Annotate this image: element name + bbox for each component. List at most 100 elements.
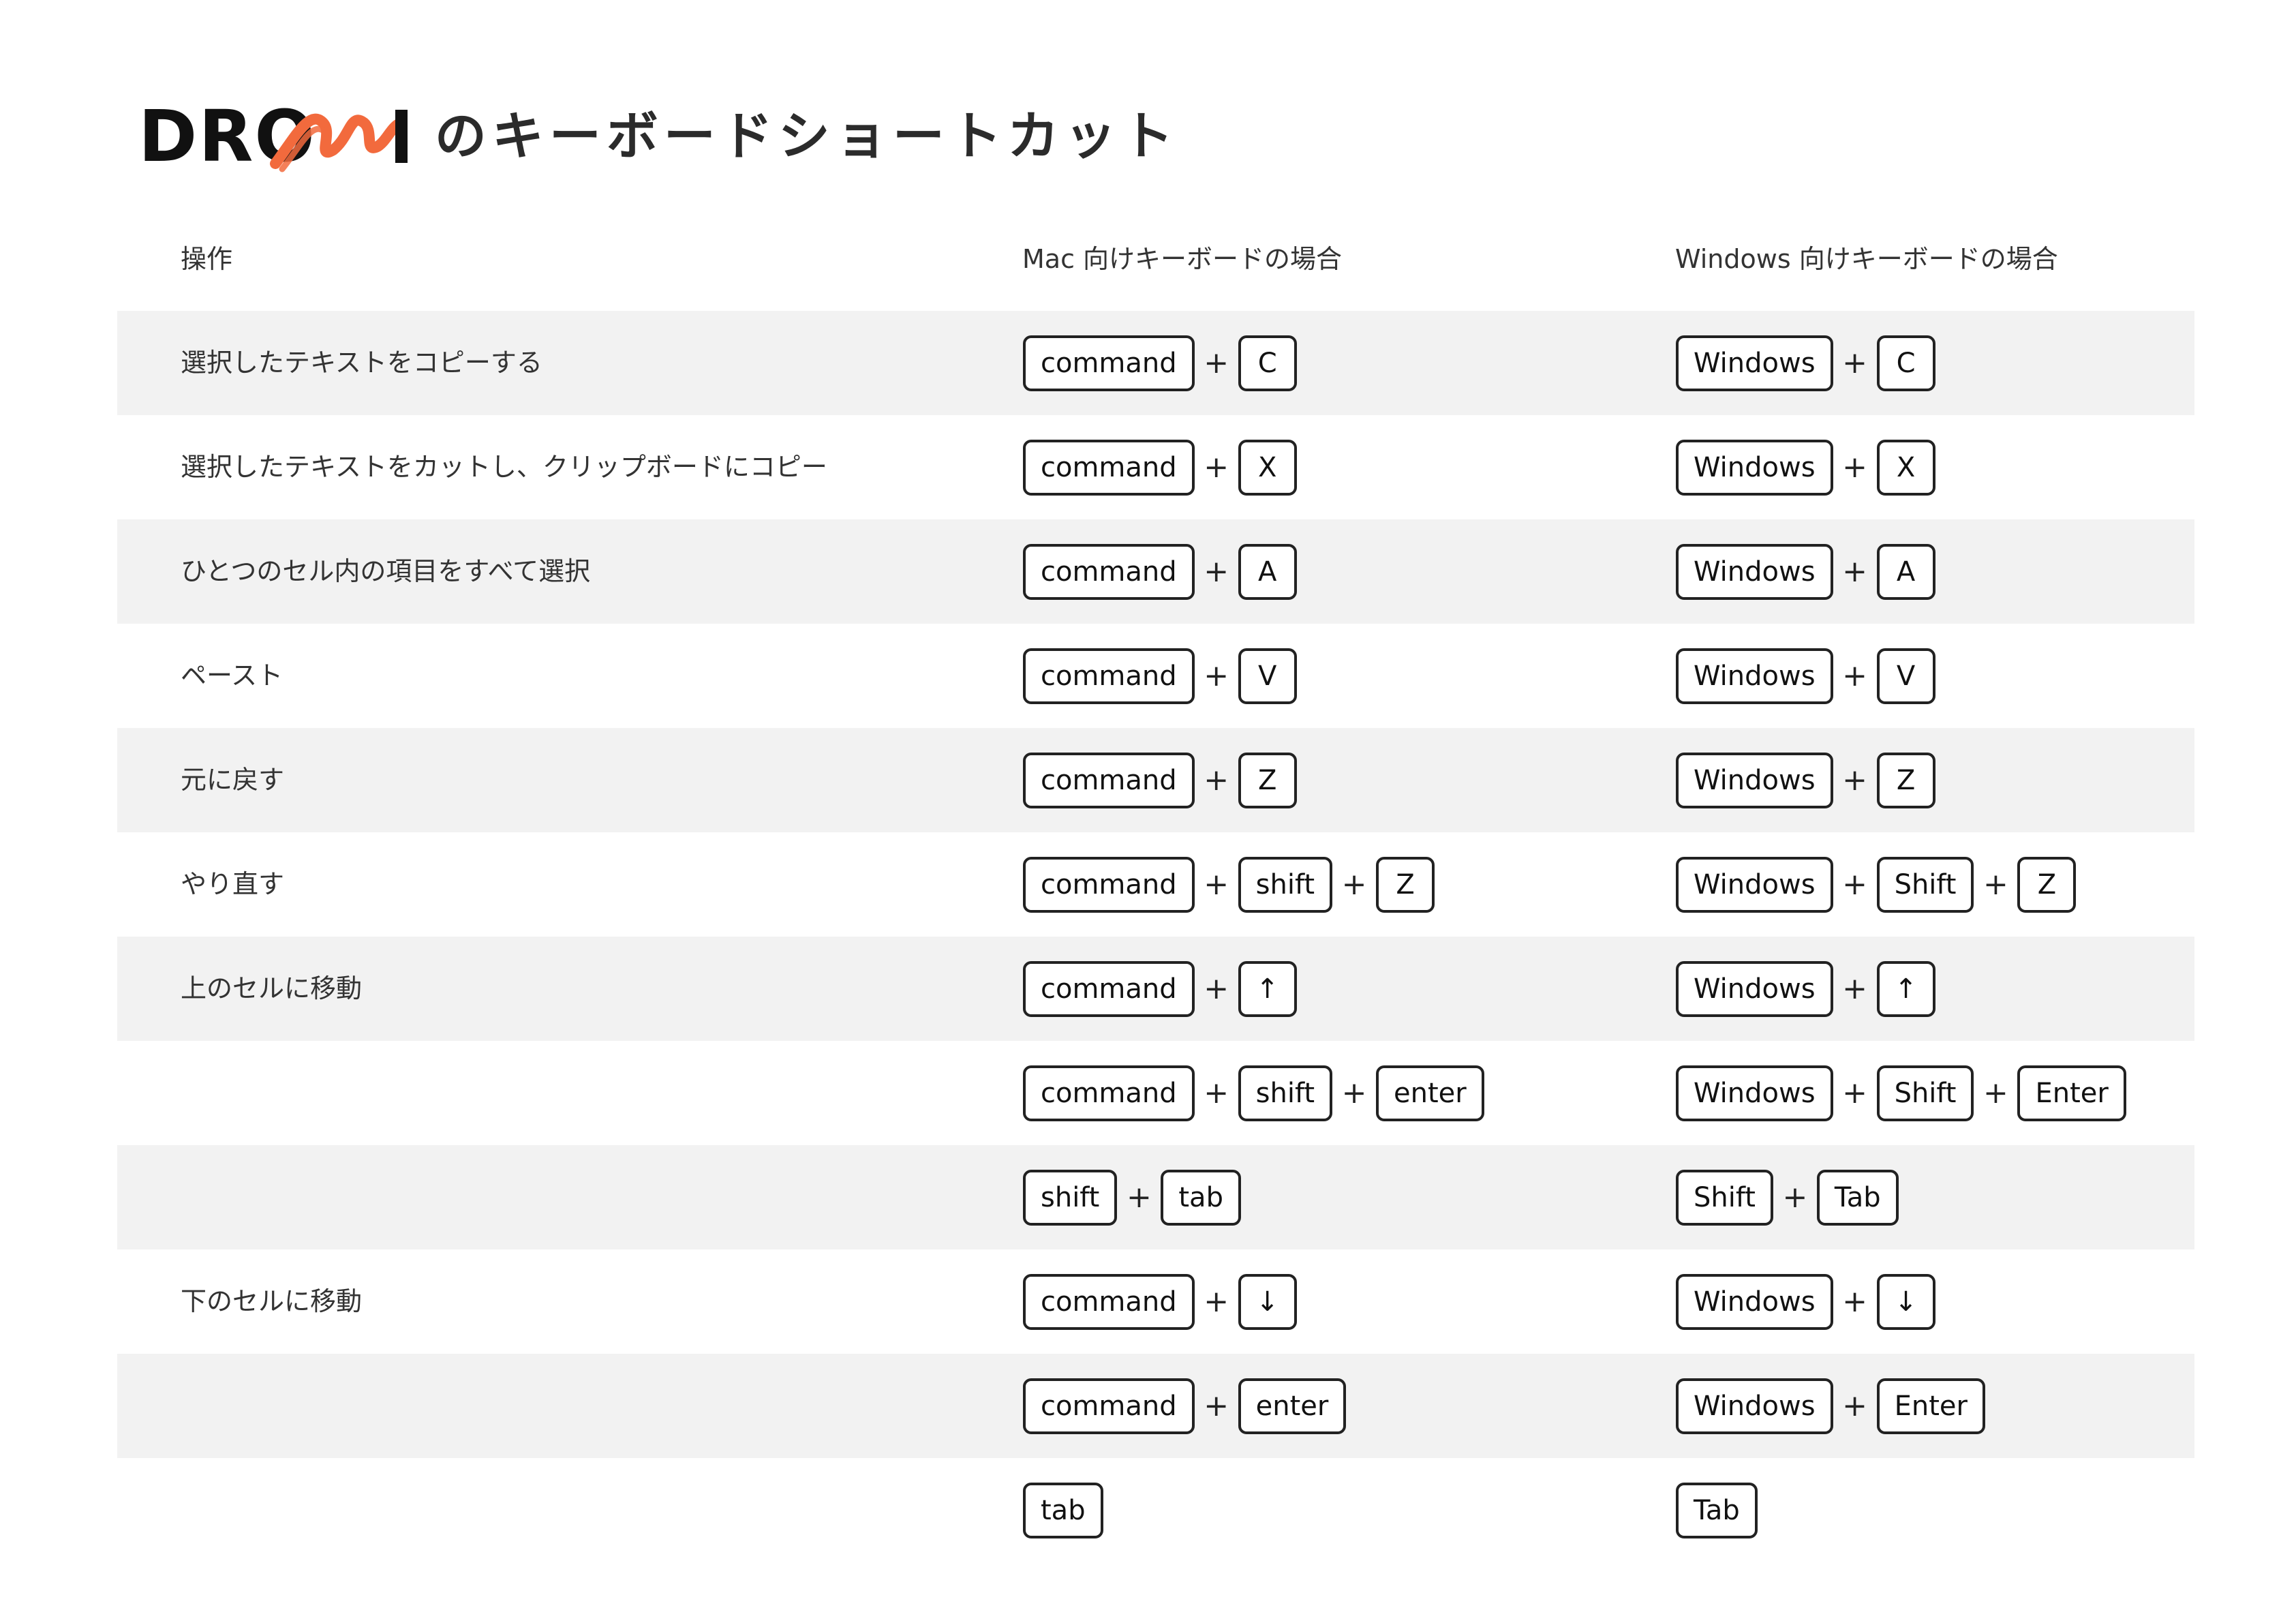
plus-sign: + — [1842, 763, 1867, 798]
plus-sign: + — [1782, 1180, 1808, 1215]
mac-key-combo: command + ↓ — [1023, 1249, 1297, 1354]
windows-key-combo: Windows+Z — [1676, 728, 1935, 832]
windows-key-combo: Windows+Shift+Enter — [1676, 1041, 2126, 1145]
page-title: のキーボードショートカット — [434, 106, 1179, 166]
plus-sign: + — [1204, 1389, 1229, 1423]
shortcut-row: 上のセルに移動 command + ↑ Windows + ↑ — [117, 937, 2194, 1041]
column-header-windows: Windows 向けキーボードの場合 — [1675, 244, 2058, 274]
mac-key-combo: command+X — [1023, 415, 1297, 519]
keycap: shift — [1023, 1169, 1118, 1226]
operation-label: 上のセルに移動 — [181, 973, 363, 1003]
windows-key-combo: Windows + ↑ — [1676, 937, 1935, 1041]
keycap: command — [1023, 1273, 1195, 1330]
windows-key-combo: Windows + Enter — [1676, 1354, 1985, 1458]
mac-key-combo: command+shift+Z — [1023, 832, 1435, 937]
keycap: A — [1876, 543, 1935, 600]
keycap: Z — [1876, 752, 1935, 808]
keycap: command — [1023, 543, 1195, 600]
keycap: tab — [1023, 1482, 1103, 1538]
plus-sign: + — [1842, 346, 1867, 380]
plus-sign: + — [1842, 658, 1867, 693]
drom-logo: DRO — [138, 95, 408, 177]
plus-sign: + — [1983, 1076, 2008, 1110]
plus-sign: + — [1204, 971, 1229, 1006]
keycap: Windows — [1676, 648, 1833, 704]
keycap: Tab — [1676, 1482, 1758, 1538]
plus-sign: + — [1204, 763, 1229, 798]
keycap: command — [1023, 648, 1195, 704]
plus-sign: + — [1341, 867, 1367, 902]
operation-label: ひとつのセル内の項目をすべて選択 — [181, 556, 591, 586]
operation-label: 選択したテキストをカットし、クリップボードにコピー — [181, 452, 827, 482]
shortcut-row: 選択したテキストをコピーする command + C Windows + C — [117, 311, 2194, 415]
keycap: command — [1023, 439, 1195, 496]
mac-key-combo: shift+tab — [1023, 1145, 1241, 1249]
keycap: command — [1023, 856, 1195, 913]
keycap: Windows — [1676, 1378, 1833, 1434]
keycap: Shift — [1676, 1169, 1773, 1226]
keycap: ↑ — [1238, 960, 1297, 1017]
operation-label: 元に戻す — [181, 765, 285, 795]
plus-sign: + — [1204, 867, 1229, 902]
plus-sign: + — [1842, 1076, 1867, 1110]
plus-sign: + — [1204, 1284, 1229, 1319]
windows-key-combo: Windows + V — [1676, 624, 1935, 728]
keycap: C — [1876, 335, 1935, 391]
keycap: command — [1023, 1065, 1195, 1121]
column-header-mac: Mac 向けキーボードの場合 — [1022, 244, 1343, 274]
plus-sign: + — [1842, 450, 1867, 485]
operation-label: 選択したテキストをコピーする — [181, 348, 542, 378]
shortcut-row: shift+tab Shift +Tab — [117, 1145, 2194, 1249]
mac-key-combo: command+shift+enter — [1023, 1041, 1484, 1145]
operation-label: ペースト — [181, 661, 284, 691]
keycap: Shift — [1876, 856, 1974, 913]
operation-label: やり直す — [181, 869, 285, 899]
mac-key-combo: command+A — [1023, 519, 1297, 624]
keycap: Tab — [1816, 1169, 1899, 1226]
keycap: ↓ — [1238, 1273, 1297, 1330]
mac-key-combo: command+Z — [1023, 728, 1297, 832]
plus-sign: + — [1204, 554, 1229, 589]
keycap: Windows — [1676, 439, 1833, 496]
keycap: command — [1023, 1378, 1195, 1434]
plus-sign: + — [1204, 346, 1229, 380]
keycap: Windows — [1676, 856, 1833, 913]
keycap: Windows — [1676, 543, 1833, 600]
keycap: tab — [1161, 1169, 1241, 1226]
keycap: command — [1023, 960, 1195, 1017]
operation-label: 下のセルに移動 — [181, 1286, 363, 1316]
page-header: DRO のキーボードショートカット — [138, 89, 1179, 184]
keycap: Enter — [1876, 1378, 1985, 1434]
keycap: V — [1876, 648, 1935, 704]
mac-key-combo: command + ↑ — [1023, 937, 1297, 1041]
mac-key-combo: command+V — [1023, 624, 1297, 728]
keycap: ↑ — [1876, 960, 1935, 1017]
keycap: C — [1238, 335, 1297, 391]
windows-key-combo: Windows+X — [1676, 415, 1935, 519]
plus-sign: + — [1204, 450, 1229, 485]
plus-sign: + — [1204, 658, 1229, 693]
logo-swoosh-icon — [269, 113, 405, 172]
shortcut-row: tab Tab — [117, 1458, 2194, 1562]
plus-sign: + — [1842, 971, 1867, 1006]
column-header-operation: 操作 — [181, 244, 233, 274]
keycap: Windows — [1676, 335, 1833, 391]
plus-sign: + — [1983, 867, 2008, 902]
logo-bar — [395, 110, 408, 163]
windows-key-combo: Shift +Tab — [1676, 1145, 1899, 1249]
keycap: command — [1023, 335, 1195, 391]
keycap: Windows — [1676, 1273, 1833, 1330]
keycap: Windows — [1676, 960, 1833, 1017]
plus-sign: + — [1842, 554, 1867, 589]
keycap: shift — [1238, 856, 1333, 913]
plus-sign: + — [1842, 1389, 1867, 1423]
mac-key-combo: command+enter — [1023, 1354, 1347, 1458]
keycap: Shift — [1876, 1065, 1974, 1121]
windows-key-combo: Windows + C — [1676, 311, 1935, 415]
windows-key-combo: Windows + A — [1676, 519, 1935, 624]
